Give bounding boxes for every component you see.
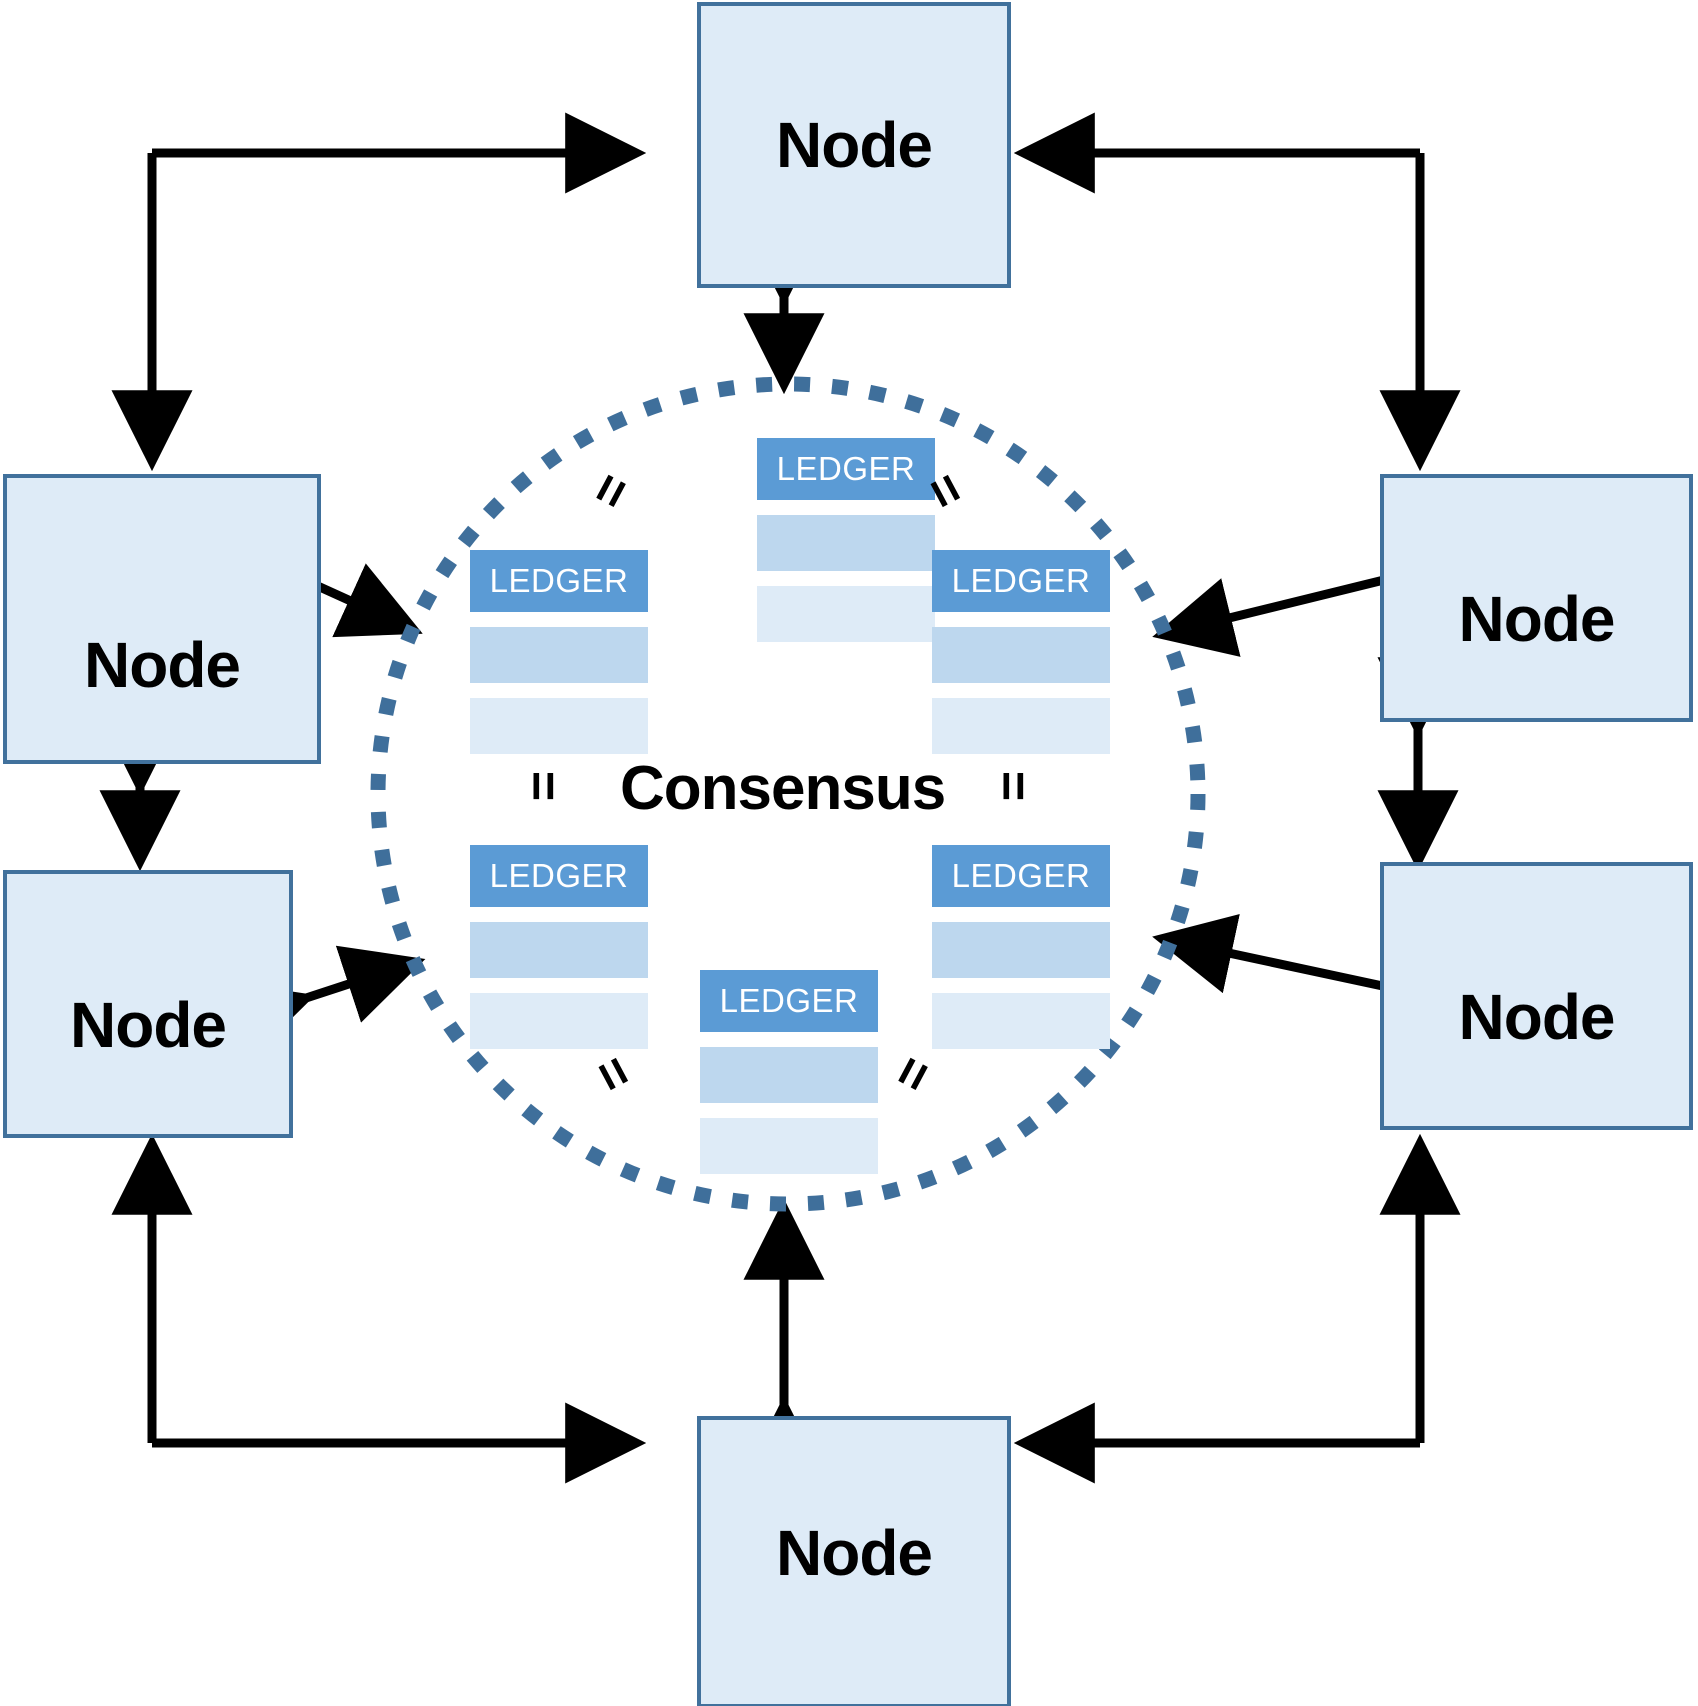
ledger-row — [932, 922, 1110, 978]
ledger-row — [932, 698, 1110, 754]
equals-upper-left: = — [578, 463, 644, 519]
ledger-bottom[interactable]: LEDGER — [700, 970, 878, 1174]
ledger-row — [757, 515, 935, 571]
ledger-row — [470, 993, 648, 1049]
ledger-header: LEDGER — [470, 550, 648, 612]
ledger-header: LEDGER — [470, 845, 648, 907]
ledger-lower-right[interactable]: LEDGER — [932, 845, 1110, 1049]
equals-middle-right: = — [984, 770, 1043, 802]
ledger-row — [932, 627, 1110, 683]
ledger-row — [757, 586, 935, 642]
ledger-row — [470, 922, 648, 978]
node-left-lower[interactable]: Node — [3, 870, 293, 1138]
node-label: Node — [84, 629, 241, 701]
ledger-upper-left[interactable]: LEDGER — [470, 550, 648, 754]
node-label: Node — [70, 989, 227, 1061]
node-top[interactable]: Node — [697, 2, 1011, 288]
ledger-row — [470, 627, 648, 683]
equals-lower-left: = — [580, 1046, 646, 1102]
ledger-row — [470, 698, 648, 754]
arrow-left-lower-to-consensus — [225, 945, 426, 1059]
ledger-header: LEDGER — [700, 970, 878, 1032]
node-right-lower[interactable]: Node — [1380, 862, 1693, 1130]
node-left-upper[interactable]: Node — [3, 474, 321, 764]
ledger-header: LEDGER — [932, 845, 1110, 907]
node-label: Node — [1458, 981, 1616, 1053]
ledger-lower-left[interactable]: LEDGER — [470, 845, 648, 1049]
ledger-row — [932, 993, 1110, 1049]
node-right-upper[interactable]: Node — [1380, 474, 1693, 722]
ledger-row — [700, 1047, 878, 1103]
equals-lower-right: = — [880, 1046, 946, 1102]
ledger-top[interactable]: LEDGER — [757, 438, 935, 642]
node-label: Node — [1458, 583, 1616, 655]
ledger-upper-right[interactable]: LEDGER — [932, 550, 1110, 754]
ledger-header: LEDGER — [757, 438, 935, 500]
consensus-label: Consensus — [620, 754, 946, 823]
ledger-header: LEDGER — [932, 550, 1110, 612]
ledger-row — [700, 1118, 878, 1174]
equals-middle-left: = — [514, 770, 573, 802]
node-label: Node — [776, 109, 933, 181]
node-bottom[interactable]: Node — [697, 1416, 1011, 1706]
arrow-right-lower-to-consensus — [1152, 913, 1464, 1042]
node-label: Node — [776, 1517, 933, 1589]
arrow-right-upper-to-consensus — [1152, 523, 1465, 657]
